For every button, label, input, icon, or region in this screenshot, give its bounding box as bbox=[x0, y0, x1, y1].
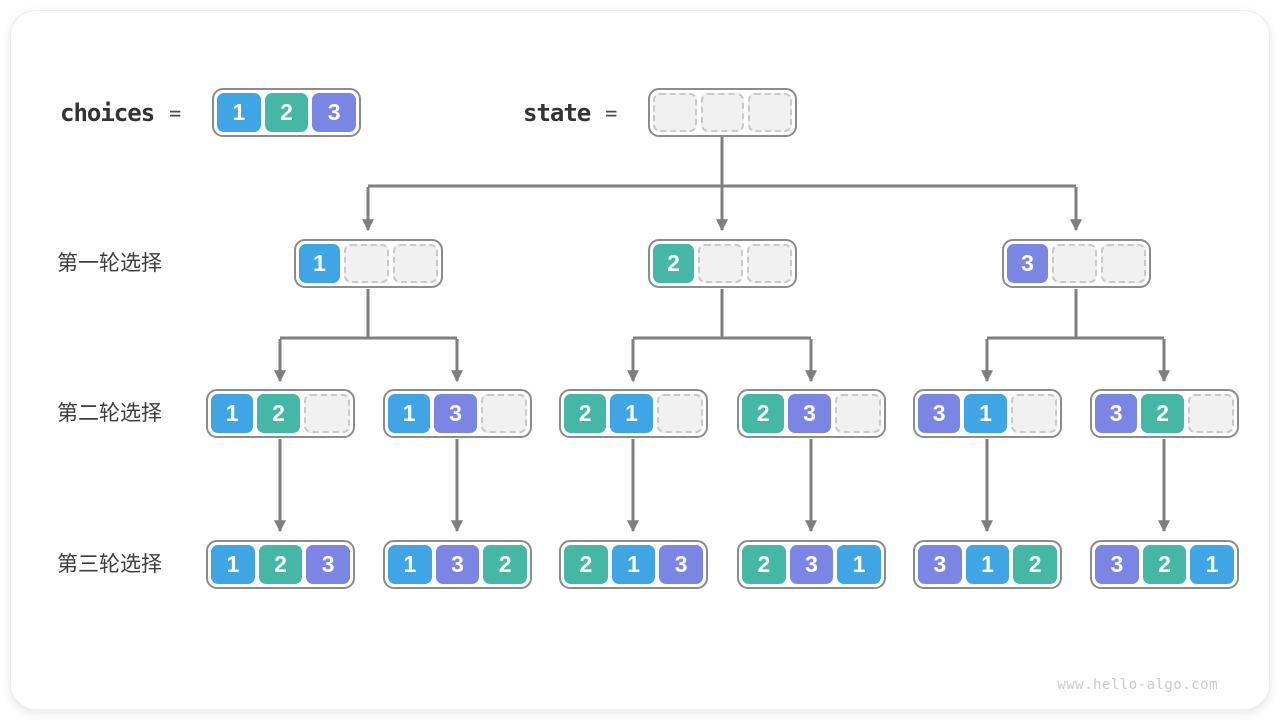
array-cell-filled: 1 bbox=[217, 93, 261, 132]
array-cell-filled: 3 bbox=[918, 545, 962, 584]
choices-label: choices bbox=[60, 98, 155, 127]
array-cell-filled: 3 bbox=[1007, 244, 1048, 283]
array-cell-filled: 3 bbox=[1095, 545, 1139, 584]
array-cell-empty bbox=[393, 244, 438, 283]
array-cell-filled: 3 bbox=[1095, 394, 1138, 433]
tree-node-r1-c1: 1 bbox=[294, 239, 443, 288]
state-label: state bbox=[523, 98, 591, 127]
array-cell-filled: 1 bbox=[964, 394, 1007, 433]
array-cell-filled: 1 bbox=[837, 545, 882, 584]
array-cell-filled: 2 bbox=[653, 244, 694, 283]
array-cell-filled: 1 bbox=[965, 545, 1010, 584]
array-cell-empty bbox=[656, 394, 703, 433]
tree-node-r1-c3: 3 bbox=[1002, 239, 1151, 288]
state-label-group: state = bbox=[523, 88, 617, 137]
array-cell-empty bbox=[653, 93, 697, 132]
round1-label: 第一轮选择 bbox=[57, 252, 162, 275]
array-cell-empty bbox=[303, 394, 350, 433]
array-cell-empty bbox=[1101, 244, 1146, 283]
array-cell-empty bbox=[1010, 394, 1057, 433]
array-cell-filled: 2 bbox=[1013, 545, 1058, 584]
array-cell-filled: 3 bbox=[306, 545, 351, 584]
round2-label: 第二轮选择 bbox=[57, 402, 162, 425]
state-array-root bbox=[648, 88, 797, 137]
array-cell-filled: 2 bbox=[483, 545, 528, 584]
array-cell-filled: 3 bbox=[434, 394, 477, 433]
array-cell-filled: 1 bbox=[211, 394, 254, 433]
array-cell-filled: 2 bbox=[742, 394, 785, 433]
array-cell-filled: 1 bbox=[1190, 545, 1235, 584]
array-cell-filled: 3 bbox=[918, 394, 961, 433]
array-cell-filled: 2 bbox=[742, 545, 786, 584]
tree-node-r1-c2: 2 bbox=[648, 239, 797, 288]
round3-label: 第三轮选择 bbox=[57, 553, 162, 576]
array-cell-filled: 1 bbox=[388, 545, 432, 584]
array-cell-empty bbox=[747, 244, 792, 283]
array-cell-filled: 3 bbox=[789, 545, 834, 584]
array-cell-filled: 1 bbox=[211, 545, 255, 584]
array-cell-filled: 2 bbox=[257, 394, 300, 433]
array-cell-filled: 2 bbox=[1141, 394, 1184, 433]
array-cell-filled: 2 bbox=[258, 545, 303, 584]
array-cell-empty bbox=[834, 394, 881, 433]
array-cell-filled: 3 bbox=[659, 545, 704, 584]
choices-label-group: choices = bbox=[60, 88, 181, 137]
array-cell-empty bbox=[748, 93, 793, 132]
array-cell-filled: 2 bbox=[264, 93, 309, 132]
state-equals-sign: = bbox=[605, 100, 618, 125]
array-cell-filled: 1 bbox=[388, 394, 431, 433]
array-cell-filled: 2 bbox=[1142, 545, 1187, 584]
choices-equals-sign: = bbox=[169, 100, 182, 125]
array-cell-filled: 2 bbox=[564, 545, 608, 584]
array-cell-filled: 1 bbox=[610, 394, 653, 433]
array-cell-filled: 3 bbox=[788, 394, 831, 433]
array-cell-empty bbox=[344, 244, 389, 283]
array-cell-filled: 1 bbox=[611, 545, 656, 584]
array-cell-empty bbox=[1187, 394, 1234, 433]
array-cell-filled: 3 bbox=[312, 93, 357, 132]
array-cell-filled: 3 bbox=[435, 545, 480, 584]
array-cell-empty bbox=[700, 93, 745, 132]
card-background bbox=[10, 10, 1270, 710]
array-cell-filled: 2 bbox=[564, 394, 607, 433]
array-cell-empty bbox=[480, 394, 527, 433]
watermark: www.hello-algo.com bbox=[1057, 677, 1218, 693]
array-cell-empty bbox=[1052, 244, 1097, 283]
array-cell-empty bbox=[698, 244, 743, 283]
array-cell-filled: 1 bbox=[299, 244, 340, 283]
